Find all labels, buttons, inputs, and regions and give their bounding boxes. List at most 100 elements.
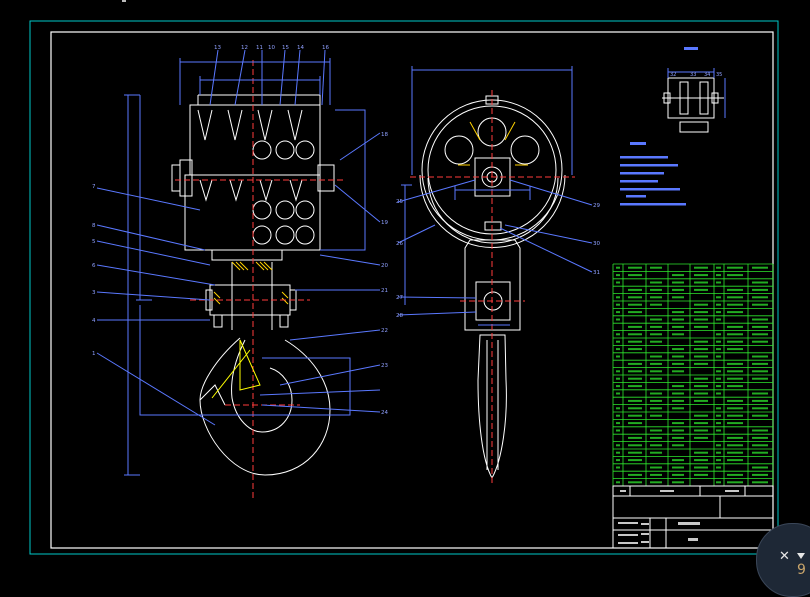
parts-table-cell-text bbox=[650, 340, 662, 343]
parts-table-cell-text bbox=[650, 466, 662, 469]
detail-balloon-3: 35 bbox=[716, 72, 722, 78]
parts-table-cell-text bbox=[716, 348, 721, 351]
parts-table-cell-text bbox=[616, 407, 620, 410]
parts-table-cell-text bbox=[650, 444, 662, 447]
parts-table-cell-text bbox=[727, 311, 743, 314]
parts-table-cell-text bbox=[752, 281, 768, 284]
parts-table-cell-text bbox=[616, 370, 620, 373]
close-icon[interactable]: ✕ bbox=[779, 549, 790, 564]
balloon-right-1: 19 bbox=[381, 220, 388, 226]
parts-table-cell-text bbox=[727, 325, 743, 328]
parts-table-cell-text bbox=[727, 274, 743, 277]
detail-view-dimensions bbox=[667, 68, 726, 118]
side-balloon-1: 26 bbox=[396, 241, 403, 247]
parts-table-cell-text bbox=[628, 399, 642, 402]
parts-table-cell-text bbox=[628, 288, 642, 291]
parts-table-cell-text bbox=[716, 311, 721, 314]
parts-table-cell-text bbox=[650, 481, 662, 484]
parts-table-cell-text bbox=[694, 325, 708, 328]
hook-marks bbox=[211, 339, 261, 399]
viewer-overlay-widget[interactable]: ✕ 9 bbox=[756, 523, 810, 597]
parts-table-cell-text bbox=[716, 281, 721, 284]
parts-table-cell-text bbox=[694, 355, 708, 358]
balloon-top-3: 10 bbox=[268, 45, 275, 51]
parts-table-cell-text bbox=[628, 459, 642, 462]
parts-table-cell-text bbox=[616, 385, 620, 388]
parts-table-cell-text bbox=[694, 318, 708, 321]
parts-table-cell-text bbox=[650, 362, 662, 365]
front-view-balloon-labels: 13 12 11 10 15 14 16 7 8 5 6 3 4 1 18 19… bbox=[92, 45, 388, 416]
detail-view-labels: 32 33 34 35 bbox=[670, 72, 722, 78]
parts-table-cell-text bbox=[752, 481, 768, 484]
parts-table-cell-text bbox=[694, 459, 708, 462]
parts-table-cell-text bbox=[650, 288, 662, 291]
parts-table-cell-text bbox=[752, 414, 768, 417]
balloon-top-4: 15 bbox=[282, 45, 289, 51]
parts-table-cell-text bbox=[672, 444, 684, 447]
chevron-down-icon[interactable] bbox=[797, 553, 805, 559]
parts-table-cell-text bbox=[727, 436, 743, 439]
parts-table-cell-text bbox=[628, 473, 642, 476]
parts-table-cell-text bbox=[650, 281, 662, 284]
parts-table-cell-text bbox=[616, 459, 620, 462]
parts-table-cell-text bbox=[716, 370, 721, 373]
parts-table-cell-text bbox=[628, 385, 642, 388]
balloon-right-0: 18 bbox=[381, 132, 388, 138]
parts-table-cell-text bbox=[752, 444, 768, 447]
parts-table-cell-text bbox=[628, 436, 642, 439]
parts-table-cell-text bbox=[694, 385, 708, 388]
parts-table-cell-text bbox=[672, 362, 684, 365]
parts-table-cell-text bbox=[727, 266, 743, 269]
detail-balloon-1: 33 bbox=[690, 72, 696, 78]
parts-table-cell-text bbox=[716, 266, 721, 269]
parts-table-cell-text bbox=[672, 274, 684, 277]
parts-table-cell-text bbox=[716, 318, 721, 321]
parts-table-cell-text bbox=[694, 392, 708, 395]
parts-table-cell-text bbox=[716, 444, 721, 447]
balloon-right-3: 21 bbox=[381, 288, 388, 294]
balloon-left-6: 1 bbox=[92, 351, 96, 357]
parts-table-cell-text bbox=[672, 473, 684, 476]
parts-table-cell-text bbox=[616, 377, 620, 380]
parts-table-cell-text bbox=[752, 288, 768, 291]
parts-table-cell-text bbox=[650, 325, 662, 328]
parts-table-cell-text bbox=[628, 377, 642, 380]
parts-table-cell-text bbox=[650, 407, 662, 410]
parts-table-cell-text bbox=[628, 333, 642, 336]
parts-table-cell-text bbox=[650, 392, 662, 395]
parts-table-cell-text bbox=[716, 392, 721, 395]
parts-table-cell-text bbox=[694, 436, 708, 439]
parts-table-cell-text bbox=[752, 466, 768, 469]
parts-table-cell-text bbox=[716, 274, 721, 277]
balloon-top-1: 12 bbox=[241, 45, 248, 51]
parts-table-cell-text bbox=[694, 340, 708, 343]
parts-table-cell-text bbox=[716, 340, 721, 343]
parts-table-cell-text bbox=[616, 451, 620, 454]
front-view-dimensions bbox=[124, 58, 366, 476]
parts-table-cell-text bbox=[694, 311, 708, 314]
parts-table-cell-text bbox=[616, 392, 620, 395]
balloon-right-4: 22 bbox=[381, 328, 388, 334]
parts-table-cell-text bbox=[727, 333, 743, 336]
parts-table-cell-text bbox=[650, 414, 662, 417]
balloon-top-6: 16 bbox=[322, 45, 329, 51]
parts-table-cell-text bbox=[752, 436, 768, 439]
parts-table-cell-text bbox=[727, 288, 743, 291]
parts-table-cell-text bbox=[727, 414, 743, 417]
parts-table-cell-text bbox=[628, 414, 642, 417]
front-view-leaders-left bbox=[96, 187, 216, 426]
parts-table-cell-text bbox=[752, 355, 768, 358]
parts-table-cell-text bbox=[727, 481, 743, 484]
side-view-balloon-labels: 25 26 27 28 29 30 31 bbox=[396, 199, 600, 319]
parts-table-cell-text bbox=[716, 377, 721, 380]
parts-table-cell-text bbox=[752, 266, 768, 269]
parts-table-cell-text bbox=[727, 370, 743, 373]
page-count: 9 bbox=[797, 562, 806, 578]
parts-table-cell-text bbox=[752, 340, 768, 343]
balloon-right-6: 24 bbox=[381, 410, 388, 416]
parts-table-cell-text bbox=[752, 473, 768, 476]
parts-table-cell-text bbox=[727, 340, 743, 343]
parts-table-cell-text bbox=[694, 429, 708, 432]
detail-balloon-2: 34 bbox=[704, 72, 710, 78]
parts-table-cell-text bbox=[752, 407, 768, 410]
